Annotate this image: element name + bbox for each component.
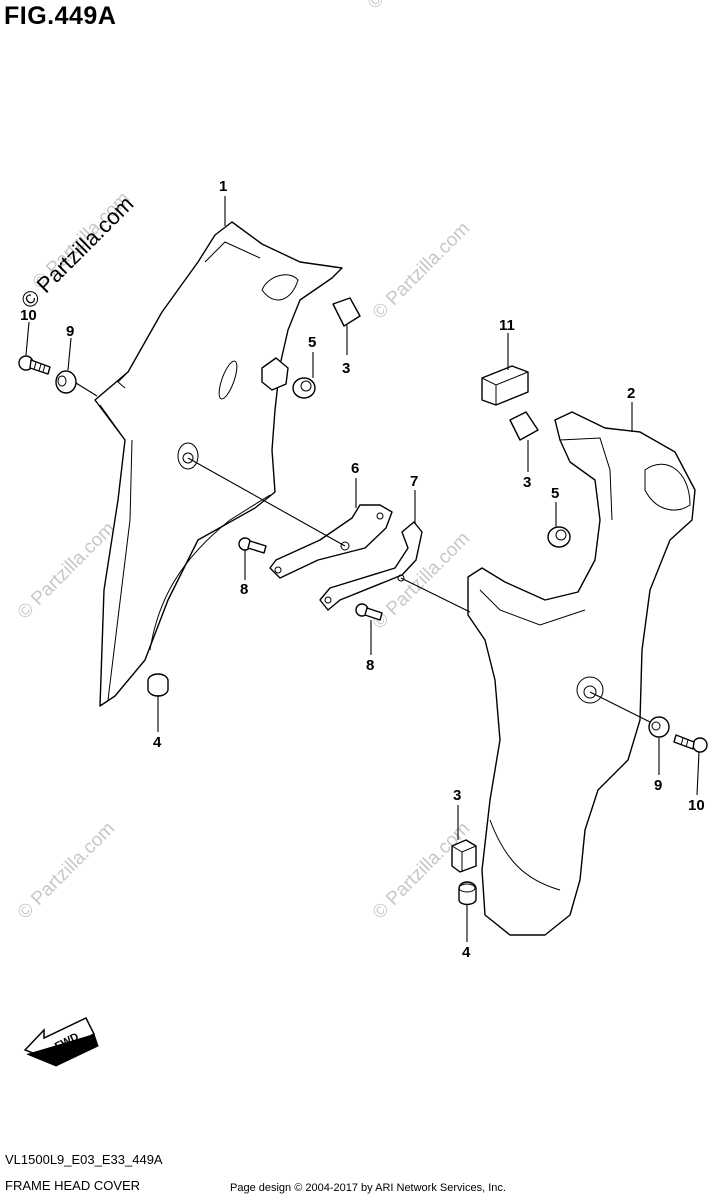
part-10-bolt-right[interactable] — [673, 734, 708, 753]
callout-2: 2 — [627, 385, 635, 402]
part-2-right-cover[interactable] — [467, 411, 696, 936]
callout-10: 10 — [688, 797, 705, 814]
diagram-name: FRAME HEAD COVER — [5, 1178, 141, 1193]
part-10-bolt-left[interactable] — [18, 355, 51, 375]
part-1-left-cover[interactable] — [94, 221, 343, 707]
callout-10: 10 — [20, 307, 37, 324]
callout-3: 3 — [453, 787, 461, 804]
watermark: © Partzilla.com — [14, 818, 119, 923]
part-4-cushion-right[interactable] — [458, 881, 477, 906]
watermark: © Partzilla.com — [369, 218, 474, 323]
part-9-collar-right[interactable] — [648, 716, 670, 738]
part-9-collar-left[interactable] — [55, 370, 77, 394]
part-5-grommet-right[interactable] — [547, 526, 571, 548]
leader-lines — [25, 196, 700, 942]
callout-5: 5 — [551, 485, 559, 502]
part-4-cushion-left[interactable] — [147, 673, 169, 697]
watermark-dark: © Partzilla.com — [16, 191, 139, 314]
callout-3: 3 — [523, 474, 531, 491]
part-3-cushion-low[interactable] — [451, 839, 477, 873]
callout-8: 8 — [240, 581, 248, 598]
figure-title: FIG.449A — [4, 2, 117, 30]
part-8-bolt-upper[interactable] — [238, 537, 267, 554]
callout-9: 9 — [66, 323, 74, 340]
clip-upper[interactable] — [261, 357, 289, 391]
diagram-code: VL1500L9_E03_E33_449A — [5, 1152, 163, 1167]
callout-4: 4 — [153, 734, 162, 751]
part-5-grommet-left[interactable] — [292, 377, 316, 399]
callout-11: 11 — [499, 317, 515, 334]
callout-4: 4 — [462, 944, 471, 961]
part-8-bolt-lower[interactable] — [355, 603, 383, 621]
callout-5: 5 — [308, 334, 316, 351]
callout-7: 7 — [410, 473, 418, 490]
callouts: 1 2 3 3 3 4 4 5 5 6 7 8 8 9 9 10 10 11 — [20, 178, 705, 961]
fwd-arrow-icon: FWD — [23, 1017, 99, 1067]
callout-3: 3 — [342, 360, 350, 377]
page-credit: Page design © 2004-2017 by ARI Network S… — [230, 1182, 506, 1194]
callout-8: 8 — [366, 657, 374, 674]
part-3-cushion-top[interactable] — [332, 297, 361, 327]
part-11-pad[interactable] — [481, 365, 529, 406]
part-3-cushion-mid[interactable] — [509, 411, 539, 441]
watermark: © Partzilla.com — [364, 0, 469, 14]
callout-1: 1 — [219, 178, 227, 195]
part-7-bracket[interactable] — [319, 521, 423, 611]
callout-6: 6 — [351, 460, 359, 477]
callout-9: 9 — [654, 777, 662, 794]
part-6-bracket[interactable] — [269, 504, 393, 579]
